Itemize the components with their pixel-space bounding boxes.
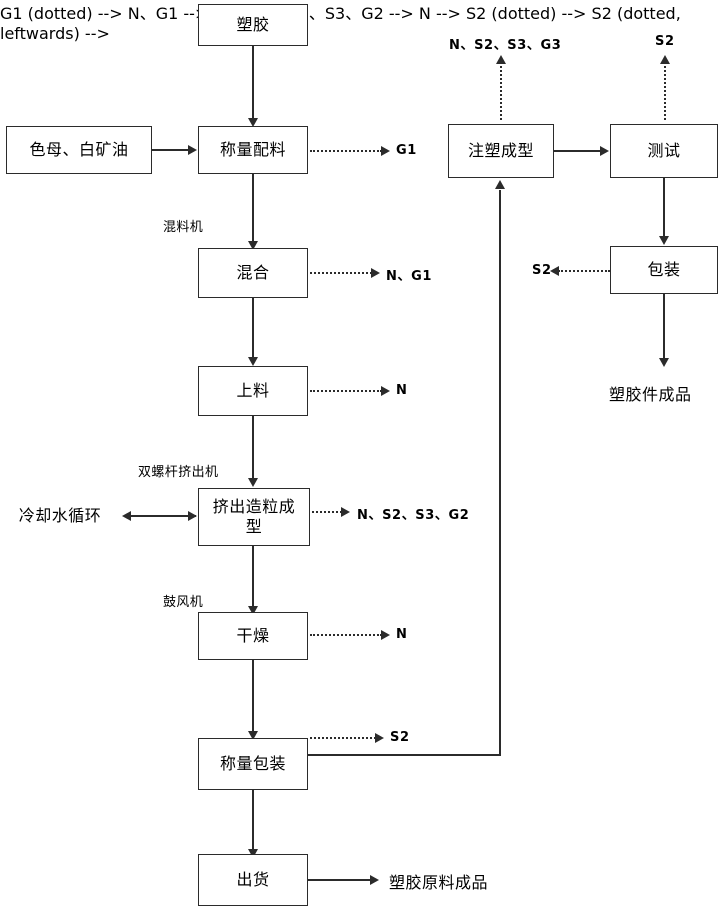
emission-label-injection-molding: N、S2、S3、G3 [449,38,562,53]
edge-masterbatch-to-weigh-batch [152,149,190,151]
edge-mixing-to-feeding [252,298,254,360]
arrowhead-down-drying [248,606,258,615]
emission-label-extrusion: N、S2、S3、G2 [357,508,470,523]
arrowhead-down-weigh-batch [248,118,258,127]
emission-edge-feeding [310,390,382,392]
node-weigh-pack-label: 称量包装 [219,753,286,773]
emission-label-drying: N [396,627,408,642]
emission-edge-testing [664,62,666,120]
arrowhead-right-drying-emission [381,630,390,640]
edge-extrusion-to-drying [252,546,254,610]
emission-label-weigh-pack: S2 [390,730,410,745]
emission-edge-mixing [310,272,372,274]
arrowhead-right-g1 [381,146,390,156]
emission-edge-drying [310,634,382,636]
emission-label-feeding: N [396,383,408,398]
edge-shipping-to-raw-product [308,879,372,881]
arrowhead-right-weigh-pack-emission [375,733,384,743]
node-extrusion-pelletizing[interactable]: 挤出造粒成 型 [198,488,310,546]
arrowhead-right-testing [600,146,609,156]
node-extrusion-label-line2: 型 [245,517,263,536]
output-plastic-raw-product: 塑胶原料成品 [389,873,489,892]
node-testing-label: 测试 [647,140,681,160]
output-plastic-part-product: 塑胶件成品 [609,385,692,404]
emission-label-packaging: S2 [532,263,552,278]
emission-label-mixing: N、G1 [386,269,432,284]
equipment-label-mixer: 混料机 [163,220,204,235]
edge-raw-plastic-to-weigh-batch [252,46,254,122]
arrowhead-left-cooling-water [122,511,131,521]
arrowhead-right-extrusion-in [188,511,197,521]
node-raw-plastic[interactable]: 塑胶 [198,4,308,46]
node-weigh-pack[interactable]: 称量包装 [198,738,308,790]
emission-edge-injection-molding [500,62,502,120]
arrowhead-up-injection-emission [496,55,506,64]
node-weigh-batch-label: 称量配料 [219,139,286,159]
edge-packaging-to-part-product [663,294,665,362]
emission-edge-packaging [558,270,610,272]
node-injection-molding[interactable]: 注塑成型 [448,124,554,178]
arrowhead-up-testing-emission [660,55,670,64]
node-raw-plastic-label: 塑胶 [236,14,270,34]
node-feeding-label: 上料 [236,380,270,400]
emission-edge-weigh-batch [310,150,382,152]
node-drying[interactable]: 干燥 [198,612,308,660]
node-masterbatch-oil[interactable]: 色母、白矿油 [6,126,152,174]
node-weigh-batch[interactable]: 称量配料 [198,126,308,174]
arrowhead-down-extrusion [248,478,258,487]
node-extrusion-label-line1: 挤出造粒成 [212,497,296,516]
edge-weigh-pack-to-injection-vertical [499,190,501,756]
node-masterbatch-oil-label: 色母、白矿油 [29,139,129,159]
edge-feeding-to-extrusion [252,416,254,480]
emission-label-weigh-batch: G1 [396,143,417,158]
node-cooling-water-label: 冷却水循环 [18,505,102,525]
arrowhead-down-packaging [659,236,669,245]
node-packaging[interactable]: 包装 [610,246,718,294]
node-drying-label: 干燥 [236,625,270,645]
edge-drying-to-weigh-pack [252,660,254,736]
node-cooling-water[interactable]: 冷却水循环 [0,492,122,540]
node-packaging-label: 包装 [647,259,681,279]
arrowhead-up-injection-molding [495,180,505,189]
arrowhead-right-raw-product [370,875,379,885]
node-shipping[interactable]: 出货 [198,854,308,906]
arrowhead-right-extrusion-emission [341,507,350,517]
arrowhead-down-feeding [248,357,258,366]
arrowhead-right-feeding-emission [381,386,390,396]
edge-weigh-pack-to-shipping [252,790,254,852]
arrowhead-right-weigh-batch [188,145,197,155]
emission-edge-weigh-pack [310,737,376,739]
node-mixing-label: 混合 [236,262,270,282]
edge-injection-to-testing [554,150,602,152]
emission-label-testing: S2 [655,34,675,49]
edge-cooling-water-extrusion [130,515,196,517]
node-mixing[interactable]: 混合 [198,248,308,298]
node-injection-molding-label: 注塑成型 [467,140,534,160]
equipment-label-blower: 鼓风机 [163,595,204,610]
arrowhead-down-shipping [248,849,258,858]
edge-testing-to-packaging [663,178,665,238]
arrowhead-down-mixing [248,241,258,250]
emission-edge-extrusion [312,511,342,513]
node-shipping-label: 出货 [236,869,270,889]
arrowhead-right-mixing-emission [371,268,380,278]
node-feeding[interactable]: 上料 [198,366,308,416]
edge-weigh-batch-to-mixing [252,174,254,245]
equipment-label-twin-screw-extruder: 双螺杆挤出机 [138,465,219,480]
arrowhead-left-packaging-emission [550,266,559,276]
arrowhead-down-part-product [659,358,669,367]
node-testing[interactable]: 测试 [610,124,718,178]
edge-weigh-pack-to-injection-horizontal [308,754,500,756]
arrowhead-down-weigh-pack [248,731,258,740]
